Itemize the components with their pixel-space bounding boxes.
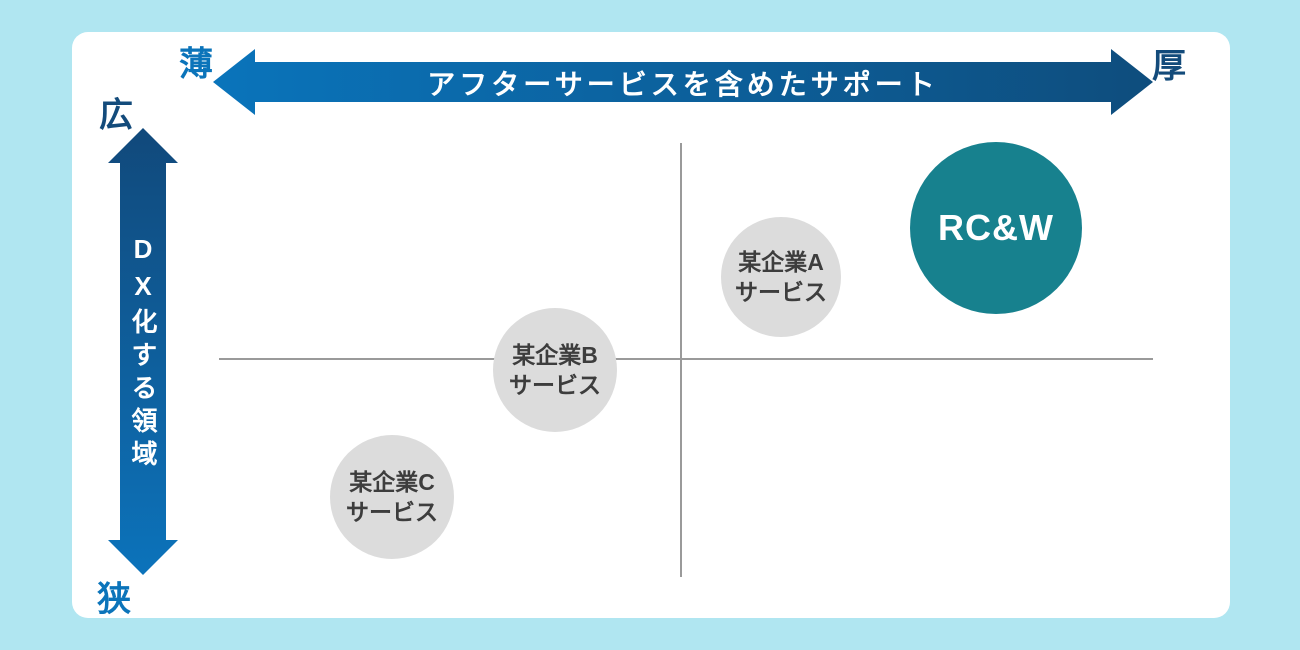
company-a-bubble: 某企業A サービス bbox=[721, 217, 841, 337]
vertical-axis-line bbox=[680, 143, 682, 577]
vertical-axis-title: DX化する領域 bbox=[128, 233, 158, 473]
company-a-label-line2: サービス bbox=[735, 279, 827, 305]
horizontal-axis-title: アフターサービスを含めたサポート bbox=[427, 69, 939, 100]
horizontal-axis-line bbox=[219, 358, 1153, 360]
company-c-label-line1: 某企業C bbox=[349, 468, 435, 495]
rcw-label: RC&W bbox=[938, 207, 1054, 249]
vertical-axis-min-label: 狭 bbox=[97, 580, 131, 619]
company-a-label-line1: 某企業A bbox=[738, 248, 824, 275]
company-c-bubble: 某企業C サービス bbox=[330, 435, 454, 559]
vertical-axis-max-label: 広 bbox=[99, 96, 133, 135]
vertical-arrow-shape bbox=[108, 128, 178, 575]
company-b-label-line2: サービス bbox=[509, 372, 601, 398]
horizontal-double-arrow bbox=[213, 49, 1153, 115]
rcw-bubble: RC&W bbox=[910, 142, 1082, 314]
horizontal-axis-max-label: 厚 bbox=[1152, 47, 1186, 86]
vertical-double-arrow bbox=[108, 128, 178, 575]
company-b-label-line1: 某企業B bbox=[512, 341, 598, 368]
diagram-card bbox=[72, 32, 1230, 618]
company-c-label-line2: サービス bbox=[346, 499, 438, 525]
horizontal-arrow-shape bbox=[213, 49, 1153, 115]
horizontal-axis-min-label: 薄 bbox=[179, 45, 213, 84]
company-b-bubble: 某企業B サービス bbox=[493, 308, 617, 432]
